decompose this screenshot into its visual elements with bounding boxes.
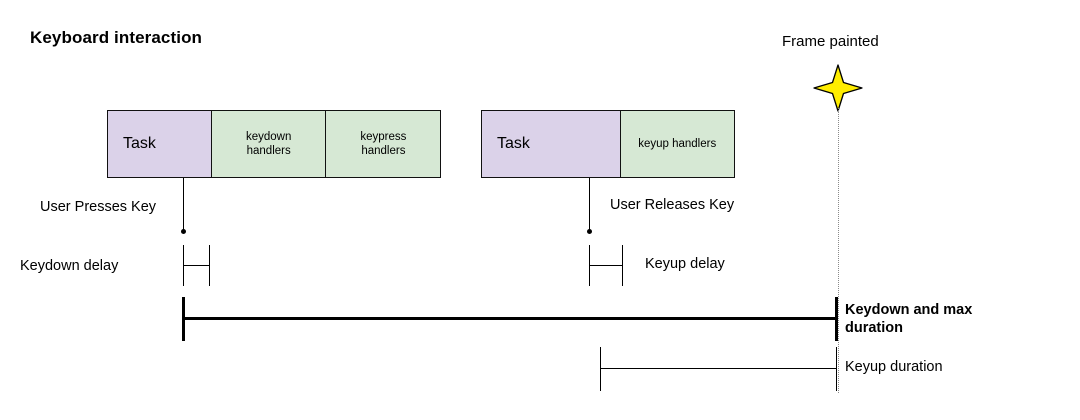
keyup-handlers-box[interactable]: keyup handlers	[619, 110, 735, 178]
user-releases-key-connector	[589, 178, 591, 232]
star-icon	[813, 64, 863, 112]
keydown-duration-label-line2: duration	[845, 320, 903, 336]
task-box-keydown[interactable]: Task	[107, 110, 212, 178]
task-box-keyup[interactable]: Task	[481, 110, 621, 178]
user-presses-key-label: User Presses Key	[40, 199, 157, 215]
user-presses-key-marker	[181, 229, 186, 234]
keydown-handlers-box[interactable]: keydown handlers	[210, 110, 327, 178]
keydown-duration-span	[182, 317, 837, 320]
keypress-handlers-line1: keypress	[360, 131, 407, 143]
user-presses-key-connector	[183, 178, 185, 232]
keydown-handlers-line2: handlers	[246, 145, 291, 157]
keyup-track: Task keyup handlers	[481, 110, 735, 178]
page-title: Keyboard interaction	[30, 28, 203, 47]
keyup-handlers-label: keyup handlers	[638, 138, 717, 150]
keyup-duration-span	[600, 368, 837, 370]
user-releases-key-marker	[587, 229, 592, 234]
keyup-delay-label: Keyup delay	[645, 256, 725, 272]
user-releases-key-label: User Releases Key	[610, 197, 735, 213]
keyup-duration-label: Keyup duration	[845, 359, 943, 375]
keyup-delay-span	[589, 265, 623, 267]
keydown-duration-label-line1: Keydown and max	[845, 302, 973, 318]
keydown-handlers-label: keydown handlers	[246, 130, 291, 158]
keydown-duration-label: Keydown and max duration	[845, 301, 1025, 337]
keypress-handlers-line2: handlers	[361, 145, 406, 157]
keypress-handlers-label: keypress handlers	[360, 130, 406, 158]
frame-painted-label: Frame painted	[782, 33, 879, 50]
keydown-track: Task keydown handlers keypress handlers	[107, 110, 442, 178]
keydown-delay-span	[183, 265, 210, 267]
task-label: Task	[123, 135, 156, 152]
keydown-handlers-line1: keydown	[246, 131, 292, 143]
task-label: Task	[497, 135, 530, 152]
keypress-handlers-box[interactable]: keypress handlers	[325, 110, 442, 178]
frame-painted-guideline	[838, 108, 839, 393]
keydown-delay-label: Keydown delay	[20, 258, 119, 274]
